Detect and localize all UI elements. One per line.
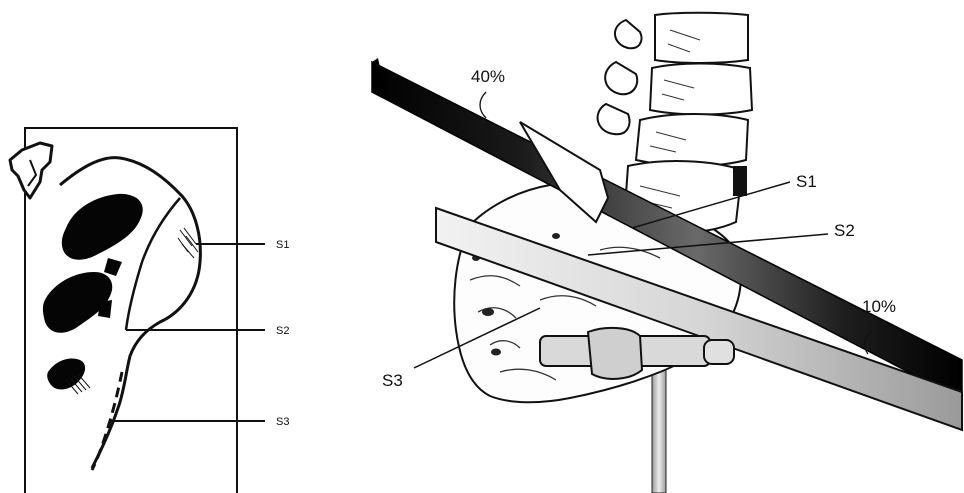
s1-hatching: [178, 228, 198, 258]
label-s3-left: S3: [276, 416, 289, 428]
angle-arc-40: [480, 92, 486, 118]
foramen-3: [47, 359, 85, 390]
label-s1-left: S1: [276, 239, 289, 251]
sacral-crest-outline: [10, 143, 52, 198]
foramen-1: [62, 194, 143, 260]
left-panel: S1 S2 S3: [10, 128, 289, 493]
label-percent-40: 40%: [471, 67, 505, 86]
right-panel: 40% 10% S1 S2 S3: [372, 13, 962, 493]
label-s2-left: S2: [276, 325, 289, 337]
label-s1-right: S1: [796, 172, 817, 191]
label-percent-10: 10%: [862, 297, 896, 316]
label-s3-right: S3: [382, 371, 403, 390]
support-rod: [652, 360, 666, 493]
label-s2-right: S2: [834, 221, 855, 240]
s1-marker-bar: [733, 166, 747, 196]
